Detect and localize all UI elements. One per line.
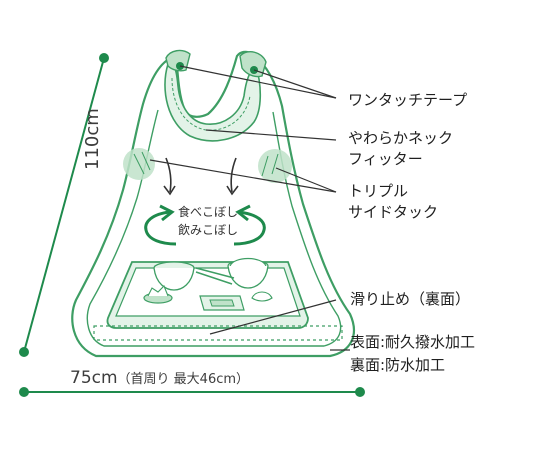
- rice-mound: [229, 257, 267, 267]
- side-tuck-right: [258, 149, 292, 183]
- plate-food: [209, 299, 235, 307]
- height-label: 110cm: [82, 108, 103, 170]
- label-triple-1: トリプル: [348, 182, 409, 200]
- tape-tab-left: [165, 49, 191, 72]
- bib-inner-border: [86, 109, 342, 347]
- label-anti-slip: 滑り止め（裏面）: [350, 290, 471, 308]
- bowl-left: [153, 267, 195, 291]
- callout-line-tuck: [275, 167, 337, 193]
- chopsticks: [195, 267, 235, 285]
- down-arrow-left: [165, 157, 172, 193]
- dimension-dot: [19, 387, 29, 397]
- anti-slip-band: [93, 325, 343, 341]
- label-soft-neck-2: フィッター: [348, 150, 423, 168]
- dimension-dot: [99, 53, 109, 63]
- width-note: （首周り 最大46cm）: [117, 372, 250, 387]
- down-arrow-left-head: [163, 185, 176, 196]
- tape-tab-right: [239, 51, 267, 78]
- width-label: 75cm（首周り 最大46cm）: [70, 368, 249, 388]
- spill-label-1: 食べこぼし: [178, 204, 238, 219]
- dimension-dot: [355, 387, 365, 397]
- cycle-arrow-right-head: [235, 204, 251, 222]
- height-dimension-line: [23, 57, 105, 353]
- callout-line-tuck: [149, 159, 337, 193]
- callout-line-tape: [179, 65, 337, 99]
- label-back-surface: 裏面:防水加工: [350, 356, 446, 374]
- width-main: 75cm: [70, 368, 118, 388]
- spill-label-2: 飲みこぼし: [178, 222, 238, 237]
- cycle-arrow-right: [233, 210, 266, 246]
- callout-line-tape: [253, 69, 337, 99]
- label-front-surface: 表面:耐久撥水加工: [350, 333, 476, 351]
- cycle-arrow-left: [144, 210, 177, 246]
- side-tuck-mark: [133, 151, 151, 175]
- small-dish-food: [147, 285, 169, 297]
- label-triple-2: サイドタック: [348, 203, 439, 221]
- label-soft-neck-1: やわらかネック: [348, 129, 454, 147]
- down-arrow-right-head: [226, 185, 239, 196]
- side-garnish: [251, 291, 273, 302]
- dimension-dot: [19, 347, 29, 357]
- callout-line-antislip: [209, 299, 337, 335]
- side-tuck-mark: [261, 153, 279, 177]
- callout-line-neck: [205, 129, 337, 141]
- cycle-arrow-left-head: [159, 204, 175, 222]
- label-one-touch-tape: ワンタッチテープ: [348, 91, 468, 109]
